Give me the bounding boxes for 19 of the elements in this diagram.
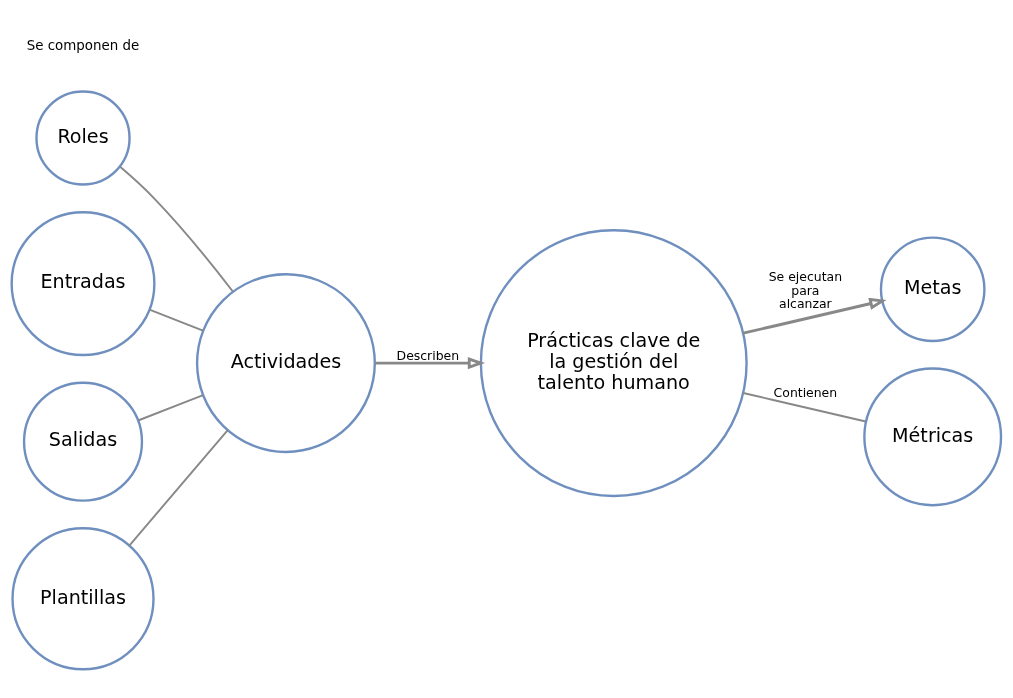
- node-circle: Roles: [35, 90, 131, 186]
- arrow: [742, 297, 887, 335]
- node-circle: Actividades: [195, 273, 376, 454]
- edge-label: Se ejecutan para alcanzar: [768, 269, 843, 311]
- label: Se componen de: [26, 37, 140, 53]
- node-circle: Entradas: [10, 211, 156, 357]
- arrow: [375, 357, 486, 370]
- node-circle: Plantillas: [11, 527, 155, 671]
- connector: [742, 392, 867, 423]
- edge-label: Describen: [396, 347, 460, 363]
- connector: [148, 308, 204, 332]
- connector: [119, 165, 234, 293]
- node-circle: Métricas: [863, 367, 1003, 507]
- node-circle: Salidas: [22, 381, 144, 502]
- node-circle: Prácticas clave de la gestión del talento humano: [479, 229, 748, 498]
- connector: [128, 429, 229, 547]
- node-circle: Metas: [879, 236, 986, 343]
- edge-label: Contienen: [773, 385, 838, 401]
- connector: [137, 394, 205, 422]
